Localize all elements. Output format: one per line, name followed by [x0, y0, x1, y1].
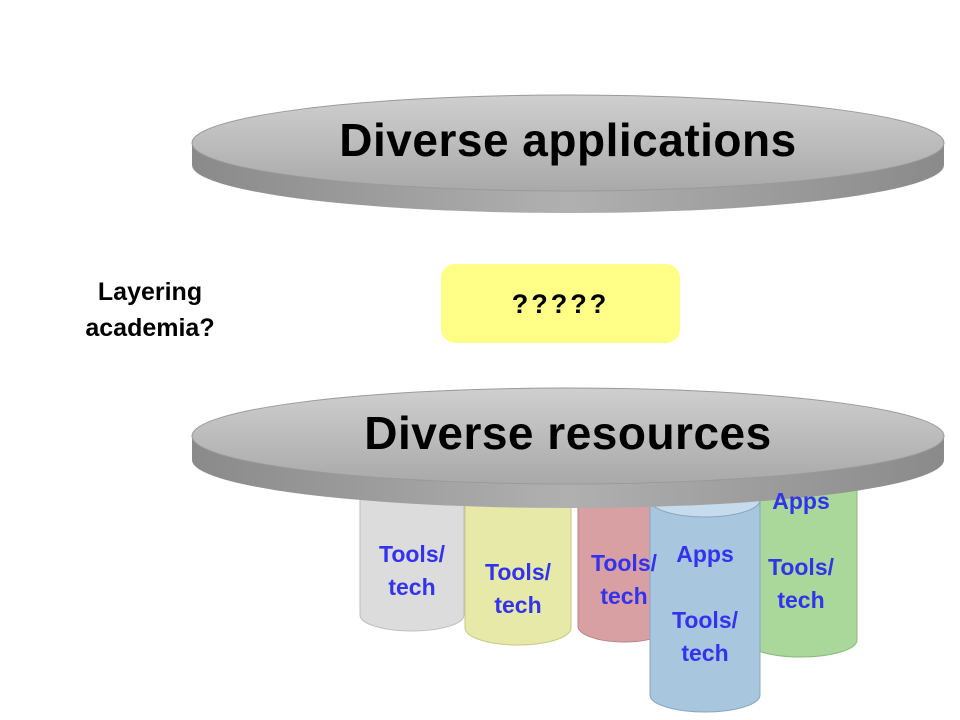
cylinder-4-label: Apps Tools/ tech	[671, 541, 738, 666]
top-disc	[191, 94, 945, 213]
middle-box-label: ?????	[511, 289, 610, 319]
cylinder-1-label: Tools/ tech	[378, 541, 445, 600]
bottom-layer-label: Diverse resources	[364, 407, 772, 459]
side-question: Layering academia?	[85, 278, 215, 342]
cylinder-5-label: Apps Tools/ tech	[767, 488, 834, 613]
bottom-disc	[191, 387, 945, 508]
cylinder-3-label: Tools/ tech	[590, 550, 657, 609]
cylinder-2-label: Tools/ tech	[484, 559, 551, 618]
middle-box	[441, 264, 680, 343]
top-layer-label: Diverse applications	[339, 114, 797, 166]
